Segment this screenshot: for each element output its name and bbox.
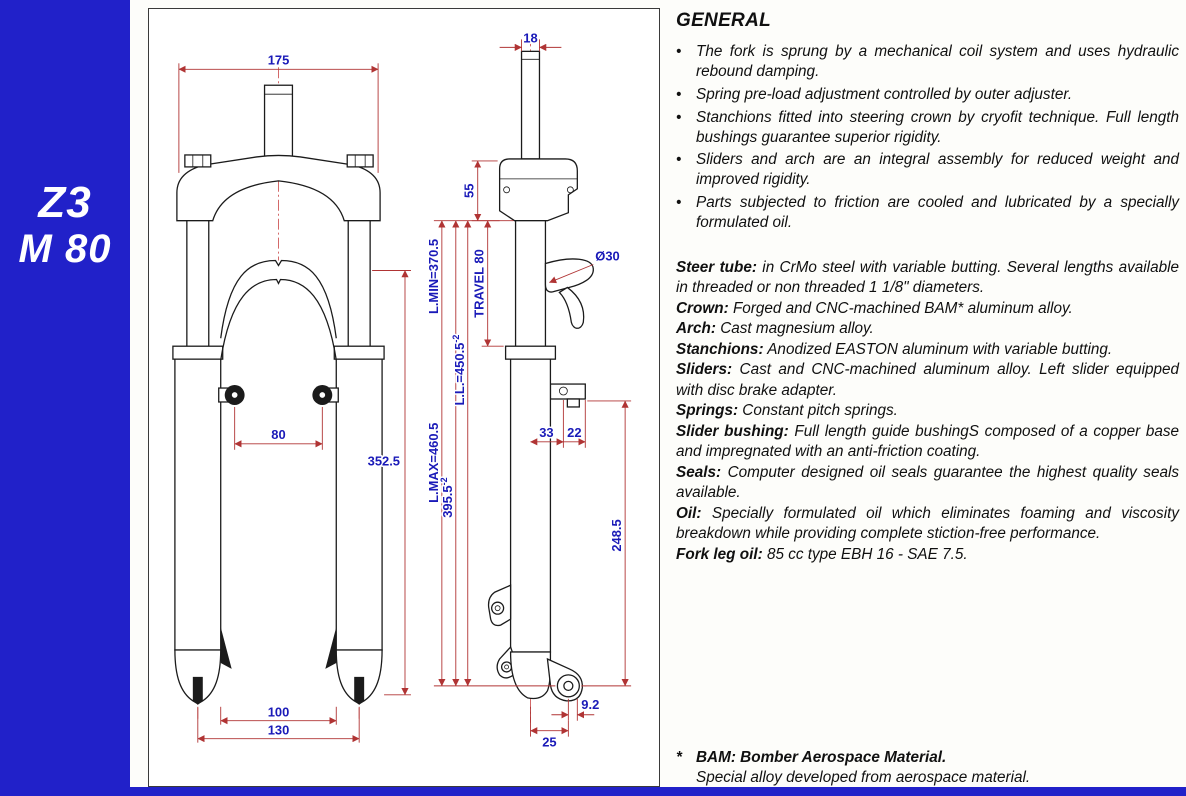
- asterisk-mark: *: [676, 749, 682, 767]
- footnote-text: BAM: Bomber Aerospace Material. Special …: [696, 749, 1031, 787]
- front-view: 175 80 352.5 100 130: [172, 51, 411, 743]
- spec-springs: Springs: Constant pitch springs.: [676, 402, 898, 420]
- steer-tube-front: [263, 84, 294, 160]
- list-item: •Stanchions fitted into steering crown b…: [676, 108, 1179, 146]
- adjuster-lever: [544, 258, 594, 293]
- fork-model-badge: Z3 M 80: [0, 178, 130, 272]
- spec-fork-leg-oil: Fork leg oil: 85 cc type EBH 16 - SAE 7.…: [676, 545, 968, 563]
- slider-right: [335, 358, 383, 651]
- preload-cap-left: [184, 154, 212, 168]
- spec-list: Steer tube: in CrMo steel with variable …: [676, 258, 1179, 565]
- steer-tube-side: [520, 50, 541, 160]
- feature-list: •The fork is sprung by a mechanical coil…: [676, 42, 1179, 233]
- general-section: GENERAL •The fork is sprung by a mechani…: [676, 8, 1179, 790]
- spec-stanchions: Stanchions: Anodized EASTON aluminum wit…: [676, 340, 1113, 358]
- dim-395: 395.5-2: [439, 477, 455, 517]
- stanchion-side: [514, 220, 547, 354]
- list-item: •The fork is sprung by a mechanical coil…: [676, 43, 1179, 80]
- dim-axle-92: 9.2: [581, 697, 599, 712]
- bullet-icon: •: [676, 194, 682, 212]
- variant-label: M 80: [18, 227, 112, 272]
- list-item: •Sliders and arch are an integral assemb…: [676, 151, 1179, 189]
- bam-footnote: * BAM: Bomber Aerospace Material. Specia…: [676, 748, 1179, 788]
- arch: [220, 259, 337, 361]
- dim-axle-25: 25: [542, 735, 556, 750]
- bullet-icon: •: [676, 151, 682, 169]
- dim-hub-100: 100: [268, 705, 290, 720]
- dim-steer-top: 18: [523, 30, 537, 45]
- slider-side: [509, 358, 552, 653]
- preload-cap-right: [346, 154, 374, 168]
- dim-offset-22: 22: [567, 425, 581, 440]
- drawing-frame: 175 80 352.5 100 130: [148, 8, 660, 787]
- spec-arch: Arch: Cast magnesium alloy.: [676, 320, 874, 338]
- list-item: •Spring pre-load adjustment controlled b…: [676, 85, 1073, 103]
- spec-sliders: Sliders: Cast and CNC-machined aluminum …: [676, 361, 1179, 399]
- bottom-rule: [130, 787, 1186, 796]
- dim-l-max: L.MAX=460.5: [426, 423, 441, 503]
- side-view: 18: [424, 29, 632, 751]
- fork-technical-drawing: 175 80 352.5 100 130: [172, 29, 632, 751]
- spec-slider-bushing: Slider bushing: Full length guide bushin…: [676, 422, 1180, 461]
- spec-steer-tube: Steer tube: in CrMo steel with variable …: [676, 258, 1179, 297]
- bullet-icon: •: [676, 43, 682, 60]
- bullet-icon: •: [676, 108, 682, 126]
- dim-crown-width: 175: [268, 52, 290, 67]
- dim-248: 248.5: [609, 519, 624, 551]
- dim-travel: TRAVEL 80: [472, 249, 487, 318]
- brand-sidebar: Z3 M 80: [0, 0, 130, 796]
- dim-l-l: L.L.=450.5-2: [451, 335, 467, 406]
- spec-oil: Oil: Specially formulated oil which elim…: [676, 504, 1179, 543]
- slider-left: [174, 358, 222, 651]
- dim-crown-height: 55: [462, 184, 477, 198]
- dim-l-min: L.MIN=370.5: [426, 239, 441, 314]
- crown-side: [498, 158, 578, 222]
- section-title: GENERAL: [676, 10, 771, 31]
- spec-crown: Crown: Forged and CNC-machined BAM* alum…: [676, 299, 1073, 317]
- model-label: Z3: [38, 178, 92, 227]
- spec-seals: Seals: Computer designed oil seals guara…: [676, 463, 1180, 502]
- dim-boss-spacing: 80: [271, 427, 285, 442]
- list-item: •Parts subjected to friction are cooled …: [676, 194, 1179, 231]
- cable-bracket: [549, 383, 586, 400]
- dim-offset-33: 33: [539, 425, 553, 440]
- dim-slider-length: 352.5: [368, 454, 400, 469]
- dim-hub-130: 130: [268, 723, 290, 738]
- dim-stanchion-dia: Ø30: [595, 249, 619, 264]
- bullet-icon: •: [676, 85, 682, 103]
